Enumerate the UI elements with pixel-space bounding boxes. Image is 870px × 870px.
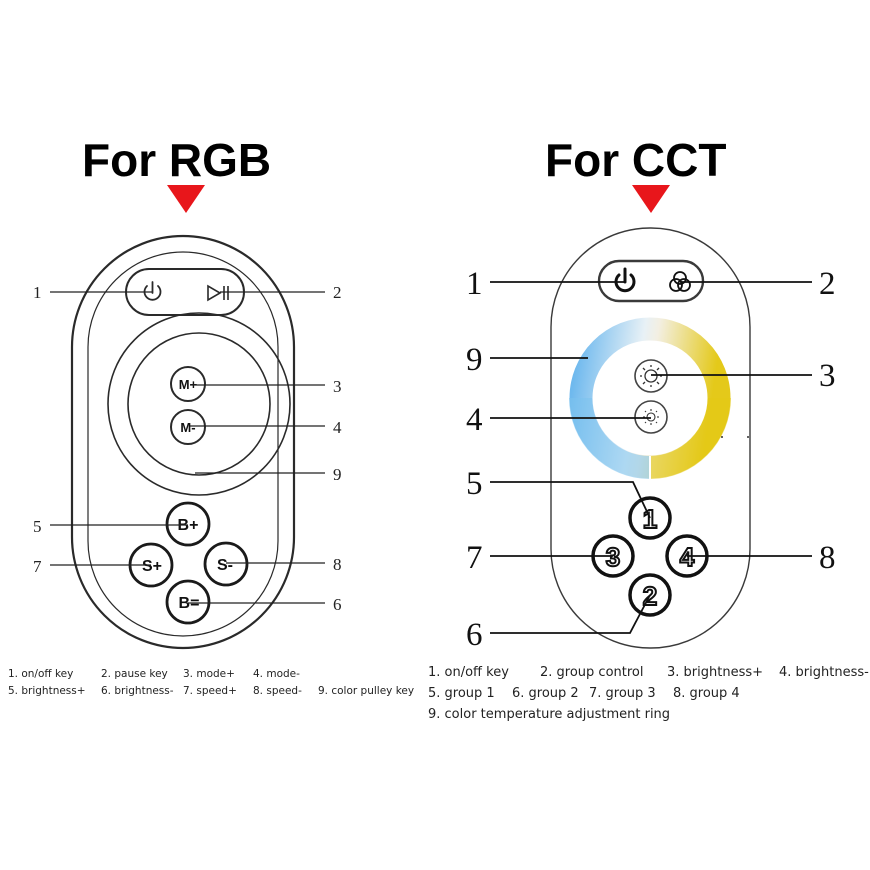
rgb-callout-1: 1	[33, 283, 42, 302]
cct-callout-5: 5	[466, 466, 483, 502]
cct-legend-item: 6. group 2	[512, 686, 579, 701]
cct-legend-item: 7. group 3	[589, 686, 656, 701]
mode-minus-button[interactable]: M-	[170, 409, 206, 445]
rgb-legend-item: 4. mode-	[253, 668, 300, 680]
rgb-legend-item: 9. color pulley key	[318, 685, 415, 697]
rgb-legend-item: 3. mode+	[183, 668, 235, 680]
rgb-legend-item: 7. speed+	[183, 685, 237, 697]
cct-remote	[550, 227, 751, 649]
brightness-minus-button[interactable]	[634, 400, 668, 434]
rgb-legend-item: 5. brightness+	[8, 685, 86, 697]
rgb-legend-item: 6. brightness-	[101, 685, 174, 697]
cct-legend-item: 3. brightness+	[667, 665, 764, 680]
rgb-callout-7: 7	[33, 557, 42, 576]
cct-legend-item: 2. group control	[540, 665, 644, 680]
rgb-heading: For RGB	[82, 134, 272, 186]
power-icon[interactable]	[614, 267, 636, 293]
cct-callout-2: 2	[819, 266, 836, 302]
speed-minus-button[interactable]: S-	[203, 541, 249, 587]
group-control-icon[interactable]	[669, 271, 691, 292]
mode-plus-label: M+	[179, 377, 198, 392]
brightness-minus-button[interactable]: B=	[165, 579, 211, 625]
rgb-legend-item: 2. pause key	[101, 668, 168, 680]
rgb-callout-6: 6	[333, 595, 342, 614]
cct-legend-item: 4. brightness-	[779, 665, 869, 680]
cct-callout-8: 8	[819, 540, 836, 576]
down-arrow-icon	[167, 185, 205, 213]
rgb-callout-5: 5	[33, 517, 42, 536]
brightness-plus-button[interactable]	[634, 359, 668, 393]
cct-legend-item: 9. color temperature adjustment ring	[428, 707, 671, 722]
rgb-legend-item: 8. speed-	[253, 685, 302, 697]
cct-callout-4: 4	[466, 402, 483, 438]
rgb-callout-9: 9	[333, 465, 342, 484]
mode-plus-button[interactable]: M+	[170, 366, 206, 402]
cct-callout-1: 1	[466, 266, 483, 302]
cct-callout-7: 7	[466, 540, 483, 576]
rgb-leader-lines	[50, 291, 325, 604]
cct-heading: For CCT	[545, 134, 727, 186]
ring-warm-segment	[650, 398, 731, 479]
rgb-callout-2: 2	[333, 283, 342, 302]
rgb-callout-8: 8	[333, 555, 342, 574]
play-pause-icon[interactable]	[207, 284, 229, 302]
sun-icon	[643, 409, 659, 425]
rgb-callout-4: 4	[333, 418, 342, 437]
cct-legend-item: 1. on/off key	[428, 665, 509, 680]
brightness-plus-button[interactable]: B+	[165, 501, 211, 547]
speed-minus-label: S-	[217, 557, 233, 574]
rgb-remote	[70, 234, 296, 650]
cct-callout-3: 3	[819, 358, 836, 394]
speed-plus-label: S+	[142, 558, 162, 575]
cct-legend-item: 8. group 4	[673, 686, 740, 701]
group-3-label: 3	[606, 542, 620, 572]
rgb-callout-3: 3	[333, 377, 342, 396]
power-icon[interactable]	[143, 281, 162, 301]
cct-callout-6: 6	[466, 617, 483, 653]
marker-dot	[721, 436, 723, 438]
sun-icon	[640, 365, 662, 387]
cct-callout-9: 9	[466, 342, 483, 378]
marker-dot	[747, 436, 749, 438]
down-arrow-icon	[632, 185, 670, 213]
group-4-label: 4	[680, 542, 695, 572]
rgb-legend-item: 1. on/off key	[8, 668, 74, 680]
cct-leader-lines	[490, 281, 812, 634]
cct-legend-item: 5. group 1	[428, 686, 495, 701]
mode-minus-label: M-	[180, 420, 195, 435]
